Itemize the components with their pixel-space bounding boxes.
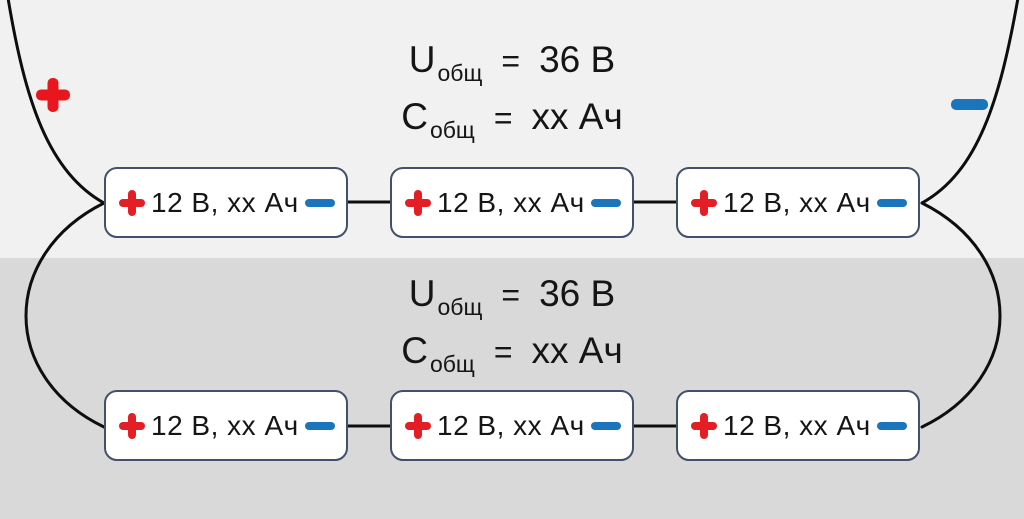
equals-sign: = [501, 43, 521, 79]
battery-label: 12 В, xx Ач [151, 186, 299, 218]
battery-cell-bottom-3: 12 В, xx Ач [676, 390, 920, 461]
battery-label: 12 В, xx Ач [437, 186, 585, 218]
wire-positive-lead [6, 0, 106, 205]
capacity-value: xx Ач [531, 95, 623, 137]
minus-terminal-icon [876, 421, 907, 430]
capacity-subscript: общ [429, 350, 475, 377]
minus-terminal-icon [590, 421, 621, 430]
minus-terminal-icon [590, 198, 621, 207]
capacity-symbol: Cобщ [401, 95, 475, 143]
battery-label: 12 В, xx Ач [723, 186, 871, 218]
battery-label: 12 В, xx Ач [437, 409, 585, 441]
battery-cell-top-1: 12 В, xx Ач [104, 167, 348, 238]
battery-cell-top-2: 12 В, xx Ач [390, 167, 634, 238]
plus-terminal-icon [119, 190, 145, 216]
battery-label: 12 В, xx Ач [723, 409, 871, 441]
wire-right-parallel-arc [920, 201, 1002, 429]
equals-sign: = [501, 277, 521, 313]
minus-terminal-icon [304, 421, 335, 430]
capacity-value: xx Ач [531, 329, 623, 371]
battery-cell-bottom-1: 12 В, xx Ач [104, 390, 348, 461]
total-values-top: Uобщ = 36 В Cобщ = xx Ач [0, 38, 1024, 144]
plus-terminal-icon [691, 413, 717, 439]
plus-terminal-icon [405, 413, 431, 439]
voltage-subscript: общ [437, 294, 483, 320]
total-capacity-line: Cобщ = xx Ач [401, 329, 623, 379]
capacity-subscript: общ [429, 116, 475, 143]
plus-terminal-icon [119, 413, 145, 439]
total-values-bottom: Uобщ = 36 В Cобщ = xx Ач [0, 272, 1024, 378]
equals-sign: = [493, 333, 513, 370]
voltage-symbol: Uобщ [408, 39, 483, 86]
minus-terminal-icon [876, 198, 907, 207]
voltage-value: 36 В [539, 273, 616, 314]
voltage-subscript: общ [437, 60, 483, 86]
battery-label: 12 В, xx Ач [151, 409, 299, 441]
wire-left-parallel-arc [24, 201, 106, 429]
total-voltage-line: Uобщ = 36 В [409, 272, 615, 322]
equals-sign: = [493, 99, 513, 136]
plus-terminal-icon [405, 190, 431, 216]
plus-terminal-icon [691, 190, 717, 216]
wire-negative-lead [920, 0, 1020, 205]
total-capacity-line: Cобщ = xx Ач [401, 95, 623, 145]
battery-cell-bottom-2: 12 В, xx Ач [390, 390, 634, 461]
voltage-symbol: Uобщ [408, 273, 483, 320]
battery-cell-top-3: 12 В, xx Ач [676, 167, 920, 238]
voltage-value: 36 В [539, 39, 616, 80]
minus-terminal-icon [304, 198, 335, 207]
capacity-symbol: Cобщ [401, 329, 475, 377]
main-negative-terminal-minus-icon [951, 99, 988, 110]
total-voltage-line: Uобщ = 36 В [409, 38, 615, 88]
background-bottom-band [0, 258, 1024, 519]
